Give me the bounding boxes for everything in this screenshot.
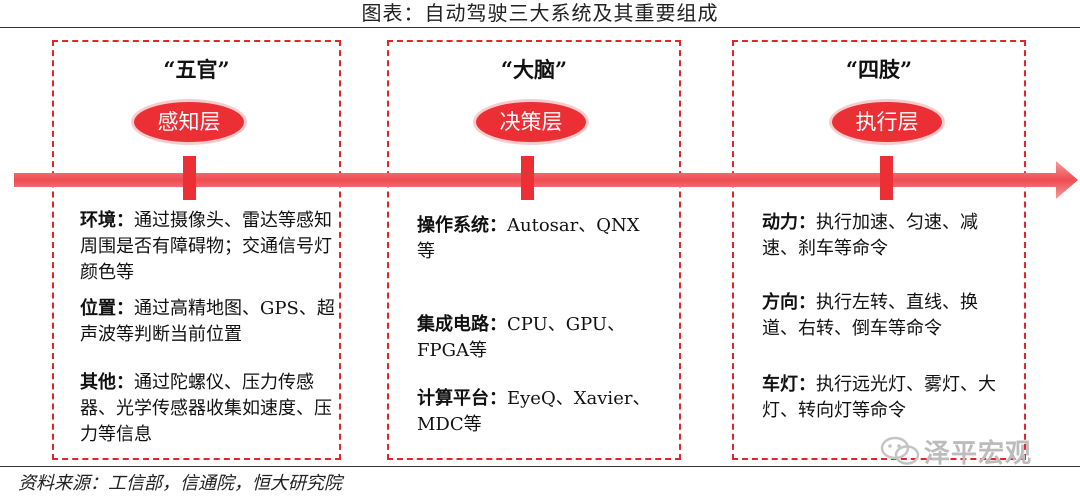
execution-heading: “四肢” — [845, 57, 913, 82]
decision-marker — [521, 156, 534, 200]
decision-item-platform: 计算平台：EyeQ、Xavier、MDC等 — [417, 386, 662, 438]
decision-layer-badge: 决策层 — [476, 102, 586, 142]
watermark: 泽平宏观 — [880, 435, 1033, 469]
perception-panel — [52, 40, 341, 460]
watermark-text: 泽平宏观 — [924, 438, 1033, 469]
execution-marker — [880, 156, 893, 200]
decision-item-ic: 集成电路：CPU、GPU、FPGA等 — [417, 312, 657, 364]
decision-item-os: 操作系统：Autosar、QNX等 — [417, 213, 657, 265]
perception-item-other: 其他：通过陀螺仪、压力传感器、光学传感器收集如速度、压力等信息 — [80, 370, 340, 448]
execution-layer-badge: 执行层 — [832, 102, 942, 142]
top-rule — [0, 27, 1080, 28]
execution-panel — [732, 40, 1026, 460]
bottom-rule — [0, 466, 1080, 467]
execution-item-lights: 车灯：执行远光灯、雾灯、大灯、转向灯等命令 — [762, 372, 1012, 424]
item-label: 动力： — [762, 212, 816, 233]
item-text: CPU、GPU、FPGA等 — [417, 314, 626, 361]
perception-item-position: 位置：通过高精地图、GPS、超声波等判断当前位置 — [80, 296, 340, 348]
item-label: 集成电路： — [417, 314, 507, 335]
item-label: 方向： — [762, 292, 816, 313]
timeline-arrow — [14, 161, 1078, 199]
perception-heading: “五官” — [163, 57, 230, 82]
execution-item-direction: 方向：执行左转、直线、换道、右转、倒车等命令 — [762, 290, 1012, 342]
decision-heading: “大脑” — [500, 57, 568, 82]
item-text: 执行远光灯、雾灯、大灯、转向灯等命令 — [762, 374, 996, 421]
item-label: 计算平台： — [417, 388, 507, 409]
figure-title: 图表：自动驾驶三大系统及其重要组成 — [361, 1, 719, 25]
item-text: 通过摄像头、雷达等感知周围是否有障碍物；交通信号灯颜色等 — [80, 210, 332, 283]
item-text: 执行加速、匀速、减速、刹车等命令 — [762, 212, 978, 259]
item-text: 执行左转、直线、换道、右转、倒车等命令 — [762, 292, 978, 339]
perception-item-environment: 环境：通过摄像头、雷达等感知周围是否有障碍物；交通信号灯颜色等 — [80, 208, 340, 286]
wechat-icon — [880, 436, 920, 465]
perception-marker — [183, 156, 196, 200]
perception-layer-badge: 感知层 — [134, 102, 244, 142]
item-label: 环境： — [80, 210, 134, 231]
decision-panel — [387, 40, 681, 460]
item-label: 车灯： — [762, 374, 816, 395]
item-label: 位置： — [80, 298, 134, 319]
item-text: 通过陀螺仪、压力传感器、光学传感器收集如速度、压力等信息 — [80, 372, 332, 445]
item-text: EyeQ、Xavier、MDC等 — [417, 388, 651, 435]
source-note: 资料来源：工信部，信通院，恒大研究院 — [18, 473, 342, 494]
item-label: 操作系统： — [417, 215, 507, 236]
execution-item-power: 动力：执行加速、匀速、减速、刹车等命令 — [762, 210, 1012, 262]
item-text: 通过高精地图、GPS、超声波等判断当前位置 — [80, 298, 335, 345]
item-text: Autosar、QNX等 — [417, 215, 640, 262]
item-label: 其他： — [80, 372, 134, 393]
